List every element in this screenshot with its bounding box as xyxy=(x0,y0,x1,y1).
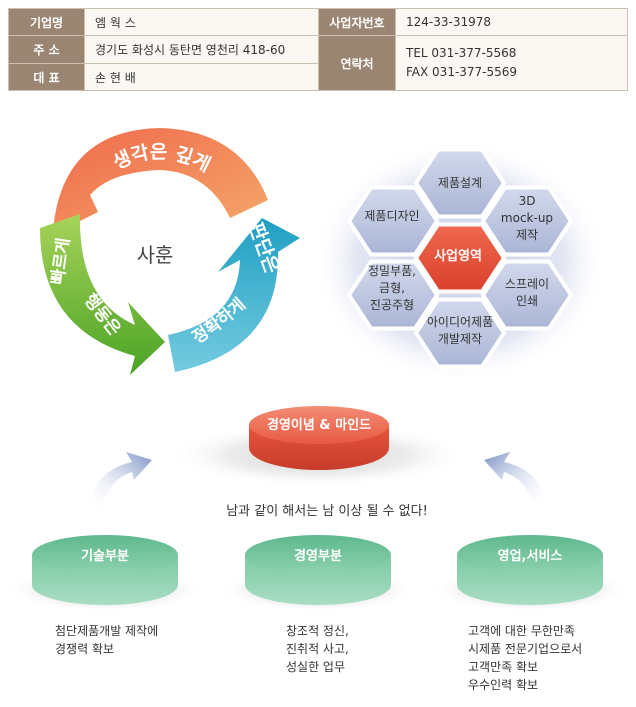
left-up-arrow xyxy=(88,452,152,508)
hex-cell-spray-line2: 인쇄 xyxy=(516,294,538,308)
arrow-left-segment xyxy=(40,214,165,375)
fax-value: FAX 031-377-5569 xyxy=(406,65,518,79)
pillar-desc-mgmt-line2: 진취적 사고, xyxy=(286,642,349,656)
philosophy-title: 경영이념 & 마인드 xyxy=(267,417,371,433)
philosophy-title-disc xyxy=(249,406,389,470)
pillar-desc-sales-line4: 우수인력 확보 xyxy=(468,678,538,692)
pillar-desc-sales-line1: 고객에 대한 무한만족 xyxy=(468,624,575,638)
hex-product-design xyxy=(413,147,507,219)
hex-idea-products xyxy=(413,297,507,369)
hex-cell-idea-line1: 아이디어제품 xyxy=(427,315,493,329)
pillar-desc-tech-line1: 첨단제품개발 제작에 xyxy=(55,624,158,638)
ceo-label: 대 표 xyxy=(9,64,84,90)
hex-cell-3d-line2: mock-up xyxy=(501,211,553,225)
pillar-title-sales: 영업,서비스 xyxy=(498,549,563,564)
pillar-disc-management xyxy=(245,535,391,605)
business-hex-cluster: 사업영역 제품설계 3D mock-up 제작 제품디자인 정밀부품, 금형, … xyxy=(312,140,608,384)
hex-product-styling xyxy=(346,185,440,257)
contact-value: TEL 031-377-5568 FAX 031-377-5569 xyxy=(396,36,627,90)
hex-cell-precision-line1: 정밀부품, xyxy=(368,264,416,278)
slogan-text: 남과 같이 해서는 남 이상 될 수 없다! xyxy=(226,504,428,519)
hex-cell-precision-line2: 금형, xyxy=(379,281,405,295)
company-name-label: 기업명 xyxy=(9,9,84,35)
pillar-desc-sales-line2: 시제품 전문기업으로서 xyxy=(468,642,582,656)
motto-cycle: 사훈 생각은 깊게 판단은 정확하게 빠르게 행동은 xyxy=(40,128,300,375)
address-label: 주 소 xyxy=(9,36,84,63)
address-value: 경기도 화성시 동탄면 영천리 418-60 xyxy=(85,36,318,63)
hex-center xyxy=(413,222,507,294)
pillar-title-tech: 기술부분 xyxy=(81,549,129,564)
right-up-arrow xyxy=(484,452,548,508)
arrow-top-segment xyxy=(52,128,268,235)
hex-cell-3d-line1: 3D xyxy=(519,194,536,208)
company-name-value: 엠 웍 스 xyxy=(85,9,318,35)
hex-center-text: 사업영역 xyxy=(434,248,482,264)
business-number-value: 124-33-31978 xyxy=(396,9,627,35)
tel-value: TEL 031-377-5568 xyxy=(406,46,517,60)
cycle-center-text: 사훈 xyxy=(137,243,174,267)
hex-precision-parts xyxy=(346,259,440,331)
hex-cell-spray-line1: 스프레이 xyxy=(505,277,549,291)
hex-cell-product-styling: 제품디자인 xyxy=(364,209,419,223)
pillar-desc-mgmt-line3: 성실한 업무 xyxy=(286,660,345,674)
pillar-desc-sales-line3: 고객만족 확보 xyxy=(468,660,538,674)
hex-3d-mockup xyxy=(480,185,574,257)
company-info-table: 기업명 엠 웍 스 사업자번호 124-33-31978 주 소 경기도 화성시… xyxy=(8,8,628,91)
pillar-title-management: 경영부분 xyxy=(294,548,342,564)
pillar-disc-sales xyxy=(457,535,603,605)
pillar-desc-mgmt-line1: 창조적 정신, xyxy=(286,624,349,638)
hex-cell-precision-line3: 진공주형 xyxy=(370,298,414,312)
pillar-disc-tech xyxy=(32,535,178,605)
hex-cell-3d-line3: 제작 xyxy=(516,228,538,242)
hex-spray-print xyxy=(480,259,574,331)
contact-label: 연락처 xyxy=(319,36,395,90)
hex-cell-product-design: 제품설계 xyxy=(438,176,482,190)
pillar-desc-tech-line2: 경쟁력 확보 xyxy=(55,642,114,656)
hex-cell-idea-line2: 개발제작 xyxy=(438,332,482,346)
philosophy-section: 경영이념 & 마인드 남과 같이 해서는 남 이상 될 수 없다! 기술부분 경… xyxy=(5,406,630,692)
arrow-right-segment xyxy=(168,218,300,372)
ceo-value: 손 현 배 xyxy=(85,64,318,90)
business-number-label: 사업자번호 xyxy=(319,9,395,35)
